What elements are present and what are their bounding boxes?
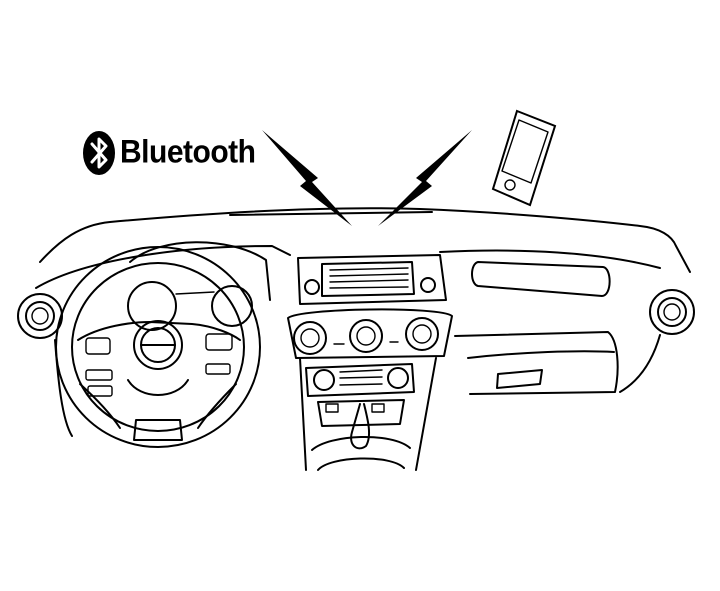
air-vent-left [17,293,63,339]
head-unit [297,254,447,305]
bluetooth-logo: Bluetooth [82,130,256,176]
dashboard-outline [35,207,691,437]
passenger-dash-panel [471,261,611,389]
signal-bolt-right [378,130,472,226]
center-vents [287,308,453,359]
climate-controls [305,363,415,397]
smartphone [491,109,557,207]
bluetooth-wordmark: Bluetooth [120,134,256,171]
instrument-cluster [127,241,271,331]
signal-bolt-left [262,130,352,226]
steering-wheel [55,246,261,448]
center-console [299,357,437,471]
bluetooth-icon [83,131,115,175]
air-vent-right [649,289,695,335]
